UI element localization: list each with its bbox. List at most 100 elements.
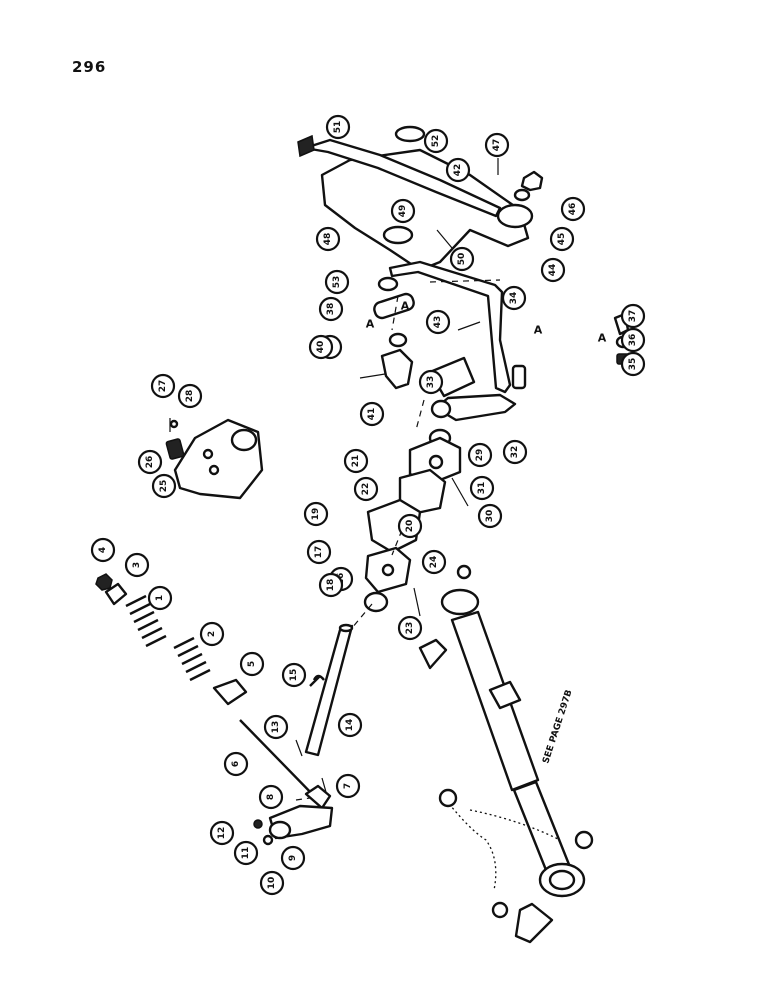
- bushing-34b: [511, 364, 527, 390]
- callout-47: 47: [484, 132, 510, 158]
- cylinder-top-eye: [440, 588, 480, 616]
- callout-circle: [449, 246, 475, 272]
- spacer-26: [165, 438, 185, 460]
- callout-48: 48: [315, 226, 341, 252]
- callout-23: 23: [397, 615, 423, 641]
- callout-circle: [137, 449, 163, 475]
- callout-46: 46: [560, 196, 586, 222]
- callout-number: 7: [343, 783, 353, 789]
- rod-34: [388, 260, 512, 394]
- callout-circle: [177, 383, 203, 409]
- callout-circle: [359, 401, 385, 427]
- callout-50: 50: [449, 246, 475, 272]
- callout-circle: [308, 334, 334, 360]
- callout-circle: [223, 751, 249, 777]
- callout-circle: [315, 226, 341, 252]
- callout-circle: [390, 198, 416, 224]
- ring-clip-1: [438, 788, 458, 808]
- washer-5: [212, 678, 248, 706]
- callout-circle: [560, 196, 586, 222]
- callout-circle: [124, 552, 150, 578]
- nut-46: [520, 170, 544, 192]
- screw-43: [457, 321, 481, 331]
- callout-8: 8: [258, 784, 284, 810]
- bellcrank-39: [380, 348, 414, 390]
- callout-circle: [620, 327, 646, 353]
- callout-circle: [425, 309, 451, 335]
- connection-lines: [295, 295, 425, 801]
- callout-31: 31: [469, 475, 495, 501]
- callout-19: 19: [303, 501, 329, 527]
- callout-49: 49: [390, 198, 416, 224]
- callout-number: 24: [429, 556, 439, 569]
- ring-clip-3: [491, 901, 509, 919]
- callout-33: 33: [418, 369, 444, 395]
- screw-23: [413, 587, 421, 617]
- callout-number: 13: [271, 721, 281, 734]
- callout-circle: [281, 662, 307, 688]
- callout-number: 9: [288, 855, 298, 861]
- marker-a-4: A: [598, 332, 607, 345]
- nut-3: [104, 582, 128, 606]
- callout-37: 37: [620, 303, 646, 329]
- callout-number: 5: [247, 661, 257, 667]
- callout-24: 24: [421, 549, 447, 575]
- callout-circle: [501, 285, 527, 311]
- callout-circle: [477, 503, 503, 529]
- callout-27: 27: [150, 373, 176, 399]
- callout-number: 50: [457, 253, 467, 266]
- pin-13: [295, 739, 303, 757]
- callout-circle: [280, 845, 306, 871]
- spring-rod-assembly: [95, 573, 334, 865]
- callout-15: 15: [281, 662, 307, 688]
- bushing-40: [388, 332, 408, 348]
- callout-25: 25: [151, 473, 177, 499]
- link-39: [373, 292, 415, 320]
- callout-14: 14: [337, 712, 363, 738]
- callout-43: 43: [425, 309, 451, 335]
- callout-1: 1: [147, 585, 173, 611]
- callout-circle: [259, 870, 285, 896]
- callout-number: 14: [345, 719, 355, 732]
- reference-note: SEE PAGE 297B: [541, 689, 574, 765]
- callout-number: 11: [241, 847, 251, 860]
- callout-20: 20: [397, 513, 423, 539]
- callout-circle: [209, 820, 235, 846]
- middle-shaft-assembly: [295, 436, 469, 757]
- callout-26: 26: [137, 449, 163, 475]
- chain-1: [445, 799, 497, 891]
- callout-circle: [263, 714, 289, 740]
- callout-number: 3: [132, 562, 142, 568]
- bolt-50: [436, 229, 453, 249]
- callout-18: 18: [318, 572, 344, 598]
- callout-number: 42: [453, 164, 463, 177]
- pin-upper: [418, 638, 448, 670]
- callout-circle: [150, 373, 176, 399]
- rod-6: [239, 719, 319, 801]
- pin-15: [309, 674, 325, 687]
- callout-40: 40: [308, 334, 334, 360]
- callout-number: 23: [405, 622, 415, 635]
- rod-end-8: [304, 784, 332, 810]
- callout-28: 28: [177, 383, 203, 409]
- callout-number: 8: [266, 794, 276, 800]
- callout-number: 33: [426, 376, 436, 389]
- callout-number: 53: [332, 276, 342, 289]
- callout-number: 10: [267, 877, 277, 890]
- callout-36: 36: [620, 327, 646, 353]
- pedal-pad: [297, 134, 315, 158]
- callout-29: 29: [467, 442, 493, 468]
- callout-circle: [324, 269, 350, 295]
- bolt-7: [321, 777, 327, 793]
- lift-cylinder: SEE PAGE 297B: [418, 564, 594, 944]
- callout-number: 44: [548, 264, 558, 277]
- callout-circle: [337, 712, 363, 738]
- bushing-53: [377, 276, 399, 292]
- page-number: 296: [72, 58, 107, 76]
- callout-circle: [335, 773, 361, 799]
- callout-10: 10: [259, 870, 285, 896]
- callout-circle: [484, 132, 510, 158]
- callout-38: 38: [318, 296, 344, 322]
- callout-circle: [353, 476, 379, 502]
- callout-number: 38: [326, 303, 336, 316]
